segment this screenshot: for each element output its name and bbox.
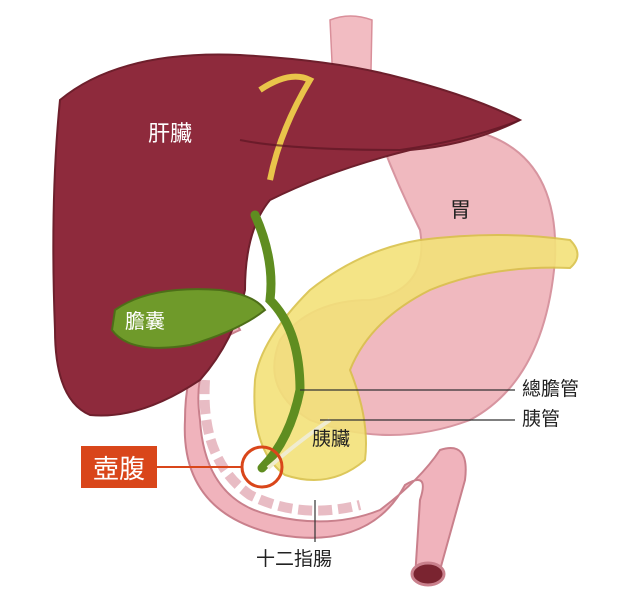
duodenum-label: 十二指腸 bbox=[256, 548, 333, 570]
common-bile-duct bbox=[250, 210, 305, 473]
pancreas-label: 胰臟 bbox=[312, 428, 351, 450]
common-bile-duct-label: 總膽管 bbox=[522, 378, 580, 400]
stomach-label: 胃 bbox=[450, 198, 471, 222]
gallbladder bbox=[110, 288, 267, 349]
jejunum-opening-icon bbox=[410, 561, 446, 587]
liver-label: 肝臟 bbox=[148, 122, 193, 147]
pancreatic-duct bbox=[266, 418, 332, 470]
pancreatic-duct-label: 胰管 bbox=[522, 408, 561, 430]
ampulla-highlight-circle bbox=[240, 445, 284, 489]
gallbladder-label: 膽囊 bbox=[125, 309, 165, 333]
ampulla-label: 壺腹 bbox=[81, 446, 157, 488]
pancreas bbox=[253, 234, 579, 481]
